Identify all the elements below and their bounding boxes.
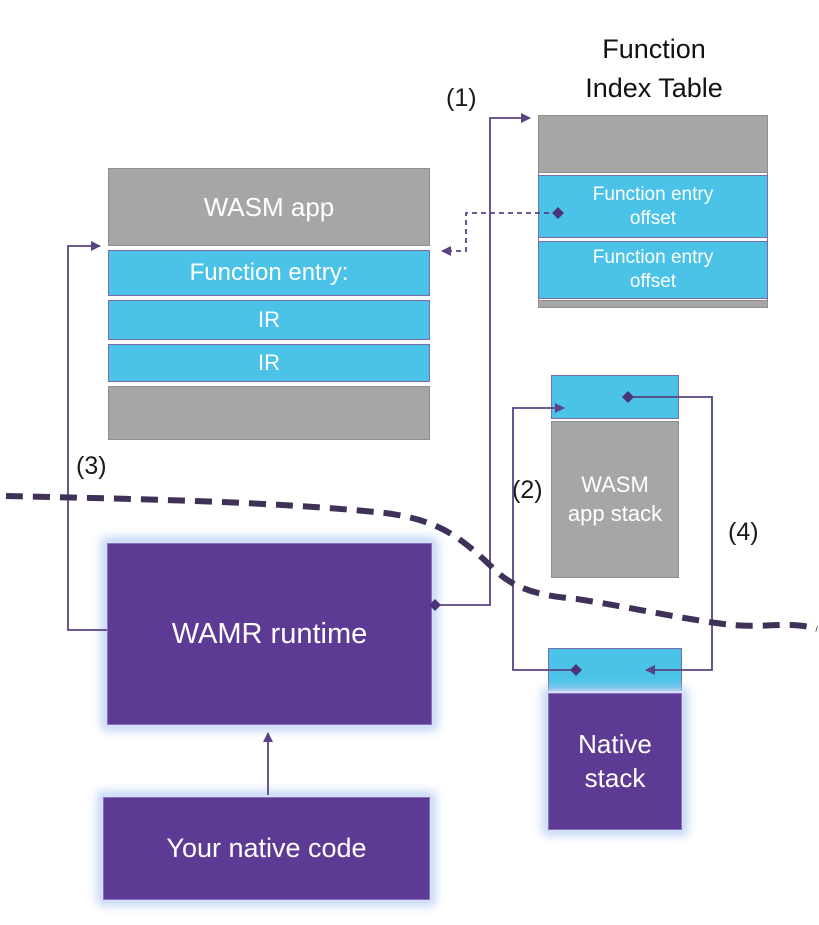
wasm-app-stack-label: WASM app stack [567,471,663,526]
wasm-app-title: WASM app [203,191,335,222]
ir-label: IR [258,307,280,332]
fit-row-entry-offset-1: Function entry offset [538,175,768,238]
native-stack-body: Native stack [548,693,682,830]
fit-row-entry-offset-2: Function entry offset [538,241,768,299]
ir-row-1: IR [108,300,430,340]
wasm-app-box: WASM app Function entry: IR IR [108,168,430,440]
your-native-code-label: Your native code [166,833,367,863]
annotation-3: (3) [76,452,107,480]
function-entry-row: Function entry: [108,250,430,296]
function-index-table-title: Function Index Table [585,34,723,104]
your-native-code-box: Your native code [103,797,430,900]
fit-footer-block [538,300,768,308]
native-stack-label: Native stack [578,728,652,793]
wamr-runtime-box: WAMR runtime [107,543,432,725]
wasm-app-footer-block [108,386,430,440]
wasm-app-header: WASM app [108,168,430,246]
wamr-runtime-label: WAMR runtime [171,617,368,650]
fit-row-label: Function entry offset [592,183,714,229]
connector-3 [67,241,107,631]
annotation-2: (2) [512,476,543,504]
wasm-app-stack-body: WASM app stack [551,421,679,578]
ir-label: IR [258,350,280,375]
fit-header-block [538,115,768,173]
function-index-table: Function entry offset Function entry off… [538,115,768,308]
native-stack-top [548,648,682,691]
annotation-4: (4) [728,518,759,546]
ir-row-2: IR [108,344,430,382]
function-entry-label: Function entry: [189,259,349,286]
connector-1 [435,113,531,606]
wasm-app-stack-top [551,375,679,419]
fit-row-label: Function entry offset [592,247,714,292]
annotation-1: (1) [446,84,477,112]
